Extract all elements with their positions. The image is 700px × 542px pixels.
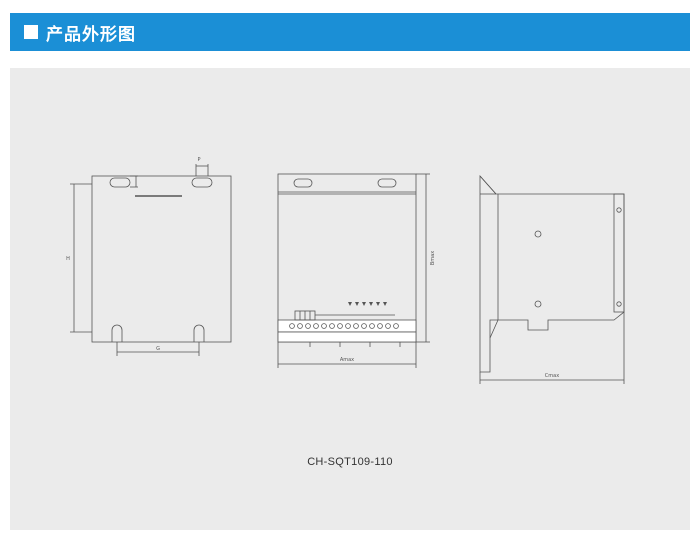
dim-label-amax: Amax (340, 357, 354, 363)
section-header: 产品外形图 (10, 13, 690, 51)
section-title: 产品外形图 (46, 24, 136, 45)
front-bottom-notch-right (193, 324, 205, 342)
dim-label-bmax: Bmax (430, 251, 436, 265)
front-view (70, 164, 232, 356)
terminal-screws (289, 323, 399, 329)
profile-view (479, 174, 625, 384)
front-top-slot-right (191, 177, 213, 188)
outline-drawing: P H G Amax Bmax Cmax (66, 157, 625, 384)
terminal-view (277, 173, 430, 368)
dim-label-cmax: Cmax (545, 373, 559, 379)
terminal-top-slot-right (377, 178, 397, 188)
header-square-icon (24, 25, 38, 39)
front-top-slot-left (109, 177, 131, 188)
front-bottom-notch-left (111, 324, 123, 342)
model-caption: CH-SQT109-110 (307, 456, 393, 468)
profile-screw-top (534, 230, 542, 238)
profile-outline (479, 174, 625, 373)
dim-label-p: P (197, 157, 200, 163)
dim-label-g: G (156, 346, 160, 352)
terminal-body-outline (277, 173, 417, 343)
profile-screw-bottom (534, 300, 542, 308)
terminal-top-slot-left (293, 178, 313, 188)
front-body-outline (91, 175, 232, 343)
drawing-panel: P H G Amax Bmax Cmax CH-SQT109-110 (10, 68, 690, 530)
terminal-block (277, 319, 417, 333)
terminal-markers (348, 302, 387, 306)
dim-label-h: H (66, 256, 70, 262)
